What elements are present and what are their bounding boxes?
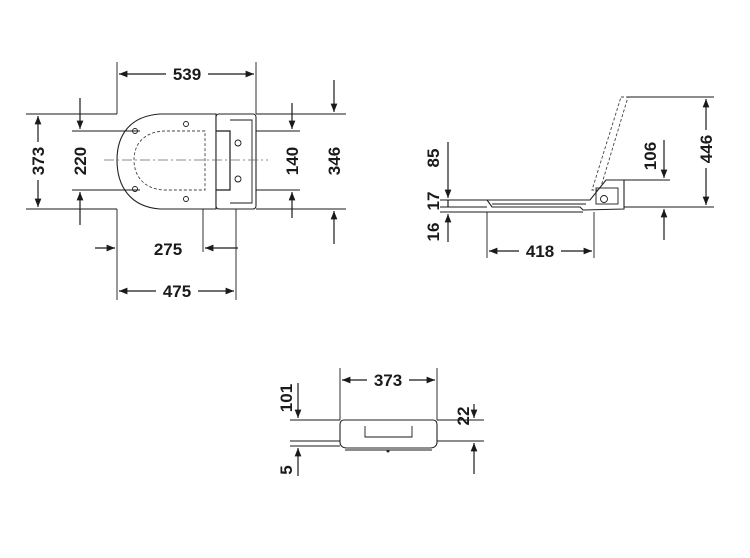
dim-label-373-rear: 373 — [374, 371, 402, 390]
side-open-lid — [591, 96, 629, 191]
dim-label-275: 275 — [154, 240, 182, 259]
top-seat-outline — [116, 113, 217, 210]
dim-label-17: 17 — [424, 192, 443, 211]
dim-label-475: 475 — [163, 282, 191, 301]
side-hinge-block — [595, 187, 619, 205]
top-bumper-c — [183, 121, 189, 127]
dim-label-5: 5 — [277, 465, 296, 474]
top-bumper-d — [183, 196, 189, 202]
side-seat-body — [485, 179, 625, 211]
top-hinge-bolt-left — [234, 139, 242, 147]
dim-label-140: 140 — [283, 147, 302, 175]
dim-label-85: 85 — [424, 149, 443, 168]
rear-center-dot — [386, 449, 390, 453]
dim-label-446: 446 — [697, 135, 716, 163]
top-bumper-b — [132, 186, 138, 192]
top-seat-opening — [133, 130, 206, 191]
dim-label-101: 101 — [277, 384, 296, 412]
top-view: 539 373 220 140 346 275 475 — [26, 62, 346, 301]
side-view: 85 17 16 418 106 446 — [424, 96, 716, 261]
top-hinge-bolt-right — [234, 175, 242, 183]
dim-label-16: 16 — [424, 223, 443, 242]
top-hinge-detail — [216, 130, 231, 191]
side-hinge-pivot — [600, 195, 608, 203]
dim-label-373-top: 373 — [29, 147, 48, 175]
dim-label-220: 220 — [71, 147, 90, 175]
dim-label-22: 22 — [454, 407, 473, 426]
top-hinge-block — [215, 113, 257, 210]
dim-label-418: 418 — [526, 242, 554, 261]
rear-view: 373 101 5 22 — [277, 368, 484, 476]
dim-label-539: 539 — [173, 65, 201, 84]
dim-label-346: 346 — [325, 147, 344, 175]
rear-seat-body — [339, 419, 438, 449]
top-hinge-detail-inner — [230, 119, 253, 204]
rear-seat-groove — [364, 426, 413, 438]
dim-label-106: 106 — [641, 142, 660, 170]
